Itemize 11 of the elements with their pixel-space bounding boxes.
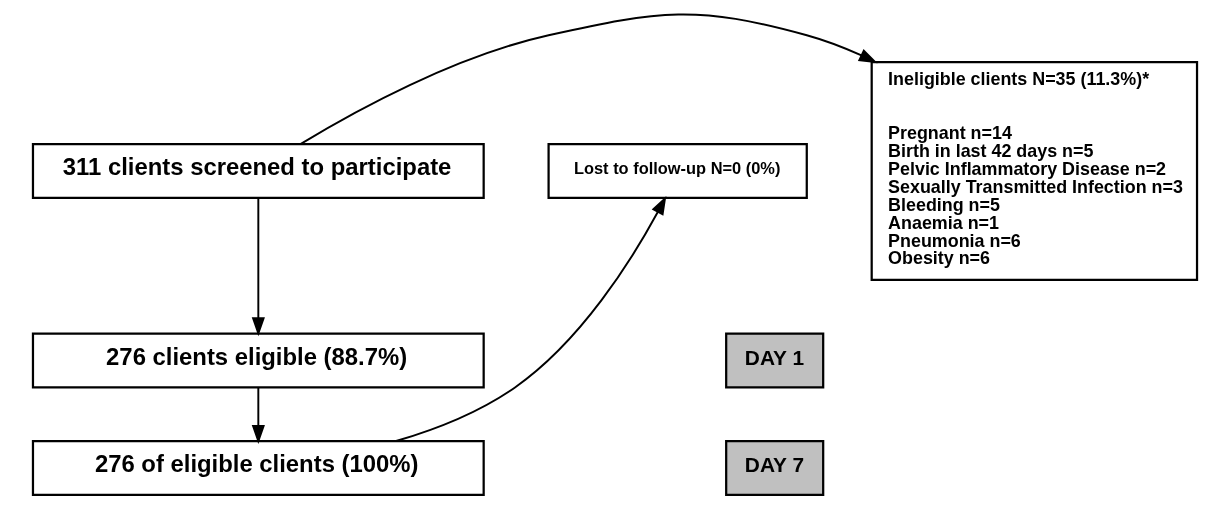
node-box: 276 clients eligible (88.7%)	[31, 332, 485, 389]
node-box: Ineligible clients N=35 (11.3%)* Pregnant n=14 Birth in last 42 days n=5 Pelvic Inflammatory Disease n=2 Sexually Transmitted Infection n=3 Bleeding n=5 Anaemia n=1 Pneumonia n=6 Obesity n=6	[870, 61, 1198, 282]
arrow	[394, 195, 666, 443]
node-box: Lost to follow-up N=0 (0%)	[546, 143, 808, 200]
arrow	[298, 13, 878, 146]
node-box: 276 of eligible clients (100%)	[31, 440, 485, 496]
arrow	[251, 386, 265, 444]
node-box: 311 clients screened to participate	[31, 143, 485, 200]
node-box: DAY 1	[724, 332, 824, 389]
node-box: DAY 7	[724, 440, 824, 496]
arrow	[251, 197, 265, 337]
